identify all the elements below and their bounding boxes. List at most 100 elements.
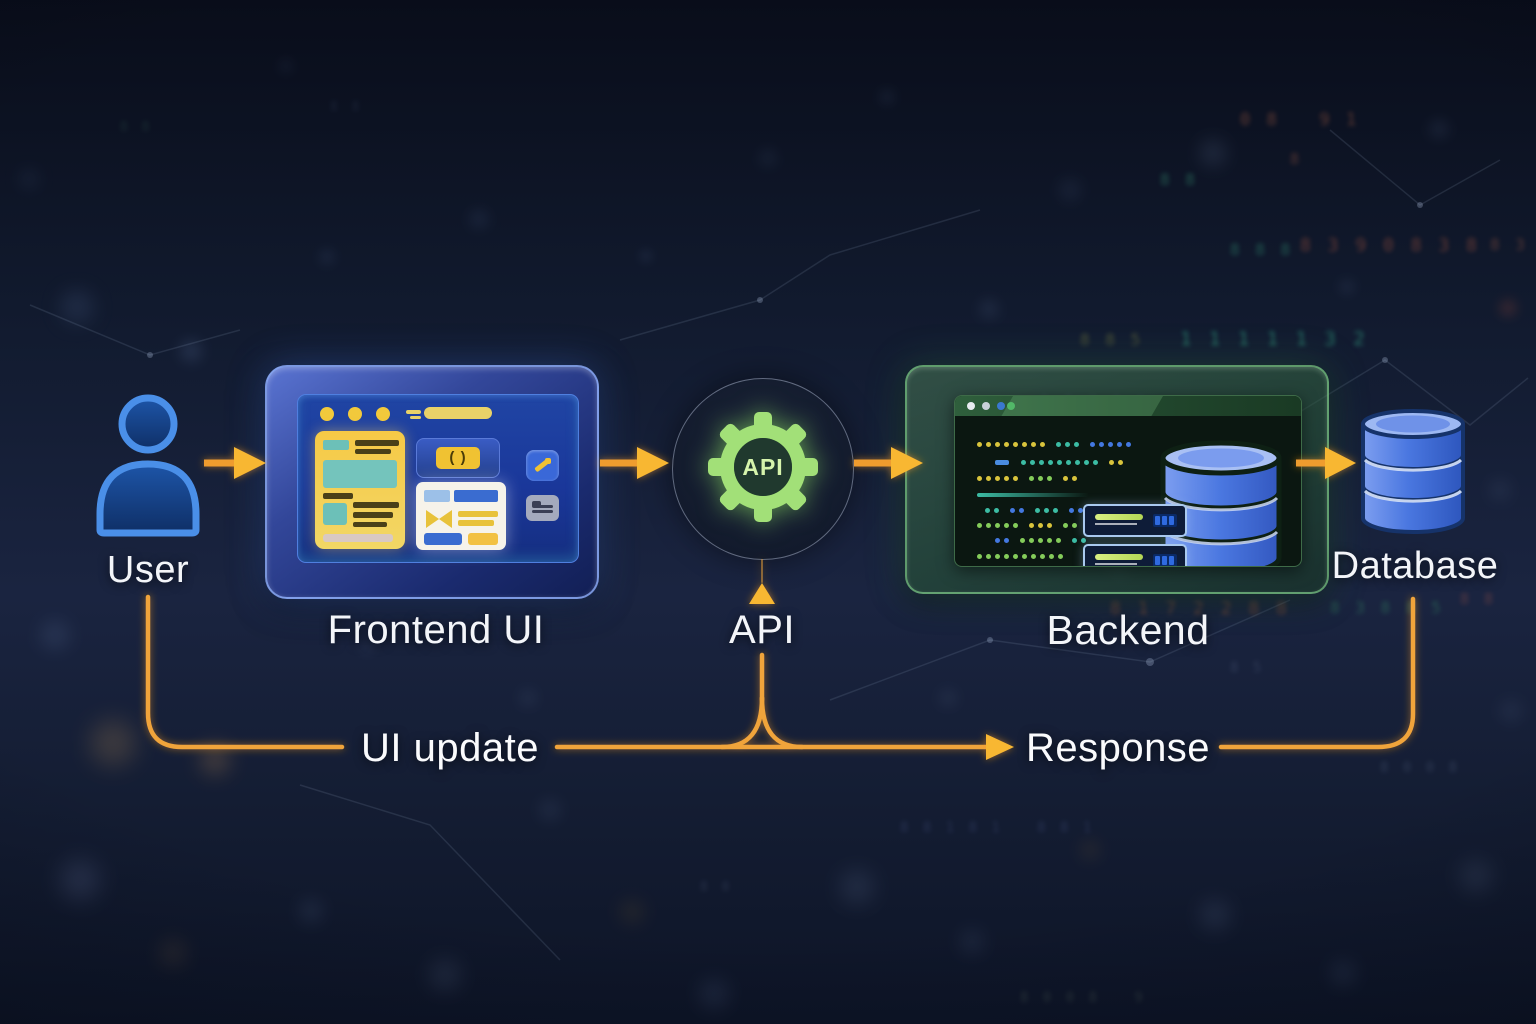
backend-window: [954, 395, 1302, 567]
bokeh-dot: [620, 900, 644, 924]
code-dot: [1004, 523, 1009, 528]
code-dot: [1084, 460, 1089, 465]
bokeh-dot: [320, 250, 334, 264]
server-led-icon: [1153, 514, 1177, 527]
code-dot: [1049, 554, 1054, 559]
code-dot: [1020, 538, 1025, 543]
code-dot: [985, 508, 990, 513]
code-dot: [1058, 554, 1063, 559]
user-node: [92, 392, 204, 538]
code-dot: [1035, 508, 1040, 513]
bokeh-dot: [60, 860, 100, 900]
code-dot: [1108, 442, 1113, 447]
bokeh-dot: [90, 720, 136, 766]
bokeh-dot: [1500, 300, 1516, 316]
frontend-screen: ( ): [297, 394, 579, 563]
database-return-line: [1218, 596, 1416, 750]
tool-button: [526, 450, 559, 481]
bokeh-dot: [640, 250, 652, 262]
user-label: User: [106, 549, 190, 591]
code-dot: [1029, 476, 1034, 481]
code-dot: [1029, 523, 1034, 528]
code-dot: [995, 460, 1009, 465]
code-dot: [1053, 508, 1058, 513]
code-dot: [1118, 460, 1123, 465]
bokeh-dot: [430, 960, 460, 990]
code-dot: [1075, 460, 1080, 465]
code-dot: [1038, 538, 1043, 543]
backend-node: [905, 365, 1329, 594]
code-dot: [995, 538, 1000, 543]
code-dot: [995, 523, 1000, 528]
code-dot: [1038, 523, 1043, 528]
code-digit-texture: 8 8: [330, 100, 363, 115]
backend-titlebar: [955, 396, 1301, 416]
code-dot: [1030, 460, 1035, 465]
code-dot: [1099, 442, 1104, 447]
code-dot: [977, 442, 982, 447]
code-dot: [1126, 442, 1131, 447]
code-dot: [1066, 460, 1071, 465]
bowtie-icon: [426, 510, 439, 528]
code-dot: [1013, 554, 1018, 559]
bokeh-dot: [1500, 700, 1522, 722]
url-dash: [406, 410, 421, 414]
bokeh-dot: [1330, 960, 1356, 986]
arrow-user-to-frontend: [204, 447, 266, 479]
code-dot: [1074, 442, 1079, 447]
code-dot: [1021, 460, 1026, 465]
code-dot: [977, 493, 1089, 497]
bokeh-dot: [280, 60, 292, 72]
backend-terminal: [955, 416, 1301, 566]
code-digit-texture: 8 0: [700, 880, 733, 895]
content-card: [416, 482, 506, 550]
bokeh-dot: [520, 690, 536, 706]
code-dot: [1004, 476, 1009, 481]
user-return-line: [145, 594, 345, 750]
code-dot: [986, 476, 991, 481]
code-icon: ( ): [436, 447, 480, 469]
arrow-right-response: [986, 734, 1014, 760]
code-dot: [1047, 538, 1052, 543]
code-dot: [1117, 442, 1122, 447]
junction-left-flare: [719, 695, 765, 750]
code-dot: [1040, 554, 1045, 559]
bokeh-dot: [1430, 120, 1448, 138]
code-dot: [1029, 538, 1034, 543]
bokeh-dot: [540, 800, 560, 820]
bokeh-dot: [160, 940, 186, 966]
code-digit-texture: 8 5: [1230, 660, 1265, 676]
code-digit-texture: 8 0 0 8 9: [1020, 990, 1146, 1006]
code-dot: [986, 442, 991, 447]
code-dot: [1065, 442, 1070, 447]
api-label: API: [729, 608, 795, 652]
code-dot: [1031, 442, 1036, 447]
code-dot: [1047, 523, 1052, 528]
backend-label: Backend: [1046, 607, 1210, 653]
code-dot: [1019, 508, 1024, 513]
code-digit-texture: 8 8 1 8 1 8 8 1: [900, 820, 1095, 836]
server-icon: [1083, 504, 1187, 537]
browser-dot-icon: [320, 407, 334, 421]
arrow-frontend-to-api: [600, 447, 669, 479]
bokeh-dot: [880, 90, 894, 104]
code-dot: [995, 476, 1000, 481]
code-dot: [1040, 442, 1045, 447]
bokeh-dot: [1340, 280, 1354, 294]
code-dot: [1013, 442, 1018, 447]
code-dot: [1069, 508, 1074, 513]
server-stack: [1083, 504, 1187, 566]
browser-dot-icon: [376, 407, 390, 421]
code-dot: [1093, 460, 1098, 465]
ui-update-label: UI update: [361, 726, 539, 770]
bokeh-dot: [1200, 140, 1226, 166]
code-digit-texture: 8: [1290, 150, 1303, 168]
code-dot: [1013, 476, 1018, 481]
bokeh-dot: [470, 210, 488, 228]
code-digit-texture: 8 8: [1460, 590, 1497, 608]
code-digit-texture: 8 8: [1160, 170, 1198, 189]
code-dot: [994, 508, 999, 513]
window-dot-icon: [997, 402, 1005, 410]
frontend-label: Frontend UI: [327, 608, 545, 652]
database-cylinder-icon: [1361, 409, 1465, 534]
